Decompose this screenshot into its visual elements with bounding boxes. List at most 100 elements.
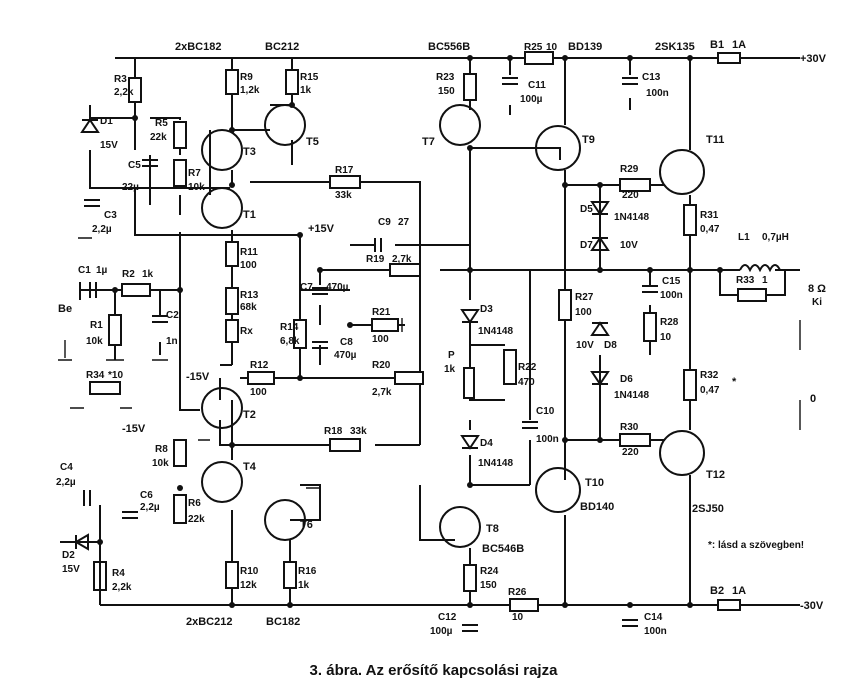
resistor-r25 <box>524 51 554 65</box>
transistor-t9 <box>535 125 581 171</box>
label-rail-n15a: -15V <box>186 371 210 383</box>
diode-d7 <box>590 236 610 251</box>
label-speaker: 8 Ω <box>808 283 826 295</box>
label-d6: D6 <box>620 374 633 385</box>
label-t10: T10 <box>585 477 604 489</box>
label-r27-value: 100 <box>575 307 592 318</box>
junction-dots <box>97 55 723 608</box>
label-c15: C15 <box>662 276 681 287</box>
label-topt3: BC556B <box>428 41 470 53</box>
note-text: *: lásd a szövegben! <box>708 540 804 551</box>
label-topt4: BD139 <box>568 41 602 53</box>
label-c6: C6 <box>140 490 153 501</box>
label-r15: R15 <box>300 72 319 83</box>
label-r10: R10 <box>240 566 259 577</box>
transistor-t12 <box>659 430 705 476</box>
label-input: Be <box>58 303 72 315</box>
label-c2-value: 1n <box>166 336 178 347</box>
label-rail-neg: -30V <box>800 600 824 612</box>
label-t11: T11 <box>706 134 724 146</box>
diode-d6 <box>590 371 610 386</box>
resistor-r30 <box>619 433 651 447</box>
label-d5: D5 <box>580 204 593 215</box>
label-r26: R26 <box>508 587 527 598</box>
label-bott2: BC182 <box>266 616 300 628</box>
label-rx: Rx <box>240 326 253 337</box>
resistor-r9 <box>225 69 239 95</box>
label-c5: C5 <box>128 160 141 171</box>
label-rail-n15b: -15V <box>122 423 146 435</box>
label-r28-value: 10 <box>660 332 672 343</box>
label-r31: R31 <box>700 210 719 221</box>
label-r11-value: 100 <box>240 260 257 271</box>
label-r5: R5 <box>155 118 168 129</box>
resistor-r24 <box>463 564 477 592</box>
label-r3-value: 2,2k <box>114 87 134 98</box>
diodes <box>60 118 610 605</box>
label-l1: L1 <box>738 232 750 243</box>
label-d2: D2 <box>62 550 75 561</box>
resistor-r11 <box>225 241 239 267</box>
label-d8-value: 10V <box>576 340 594 351</box>
label-r29-value: 220 <box>622 190 639 201</box>
label-r9: R9 <box>240 72 253 83</box>
resistor-r6 <box>173 494 187 524</box>
label-r18-value: 33k <box>350 426 367 437</box>
label-r22: R22 <box>518 362 537 373</box>
label-r32-value: 0,47 <box>700 385 720 396</box>
resistor-r33 <box>737 288 767 302</box>
capacitor-c4 <box>83 490 91 506</box>
label-c7: C7 <box>300 282 313 293</box>
label-r5-value: 22k <box>150 132 167 143</box>
resistor-r32 <box>683 369 697 401</box>
transistors <box>201 104 705 548</box>
label-r20: R20 <box>372 360 391 371</box>
label-r25-value: 10 <box>546 42 558 53</box>
label-c7-value: 470µ <box>326 282 349 293</box>
label-b2: B2 <box>710 585 724 597</box>
ground-symbols <box>58 237 801 489</box>
label-c9-value: 27 <box>398 217 410 228</box>
resistor-r3 <box>128 77 142 103</box>
label-r30: R30 <box>620 422 639 433</box>
label-r12: R12 <box>250 360 269 371</box>
label-r22-value: 470 <box>518 377 535 388</box>
label-topt1: 2xBC182 <box>175 41 221 53</box>
transistor-t5 <box>264 104 306 146</box>
capacitor-c6 <box>122 511 138 519</box>
label-r24-value: 150 <box>480 580 497 591</box>
label-bott1: 2xBC212 <box>186 616 232 628</box>
label-r34-value: *10 <box>108 370 123 381</box>
label-d5-value: 1N4148 <box>614 212 649 223</box>
label-r4-value: 2,2k <box>112 582 132 593</box>
label-c6-value: 2,2µ <box>140 502 160 513</box>
resistor-r18 <box>329 438 361 452</box>
label-r24: R24 <box>480 566 499 577</box>
label-c10: C10 <box>536 406 555 417</box>
wiring <box>79 57 800 606</box>
label-r21-value: 100 <box>372 334 389 345</box>
label-r3: R3 <box>114 74 127 85</box>
resistor-r2 <box>121 283 151 297</box>
label-c11: C11 <box>528 80 546 91</box>
label-r16-value: 1k <box>298 580 310 591</box>
label-d7-value: 10V <box>620 240 638 251</box>
resistor-r23 <box>463 73 477 101</box>
label-r23: R23 <box>436 72 455 83</box>
label-r17-value: 33k <box>335 190 352 201</box>
label-c3: C3 <box>104 210 117 221</box>
label-p: P <box>448 350 455 361</box>
label-c9: C9 <box>378 217 391 228</box>
figure-caption: 3. ábra. Az erősítő kapcsolási rajza <box>309 662 558 679</box>
label-t12: T12 <box>706 469 725 481</box>
label-c11-value: 100µ <box>520 94 543 105</box>
label-r8: R8 <box>155 444 168 455</box>
label-r14: R14 <box>280 322 299 333</box>
label-rail-p15: +15V <box>308 223 335 235</box>
resistor-r17 <box>329 175 361 189</box>
label-r16: R16 <box>298 566 317 577</box>
label-star: * <box>732 376 737 388</box>
label-r10-value: 12k <box>240 580 257 591</box>
label-r26-value: 10 <box>512 612 524 623</box>
